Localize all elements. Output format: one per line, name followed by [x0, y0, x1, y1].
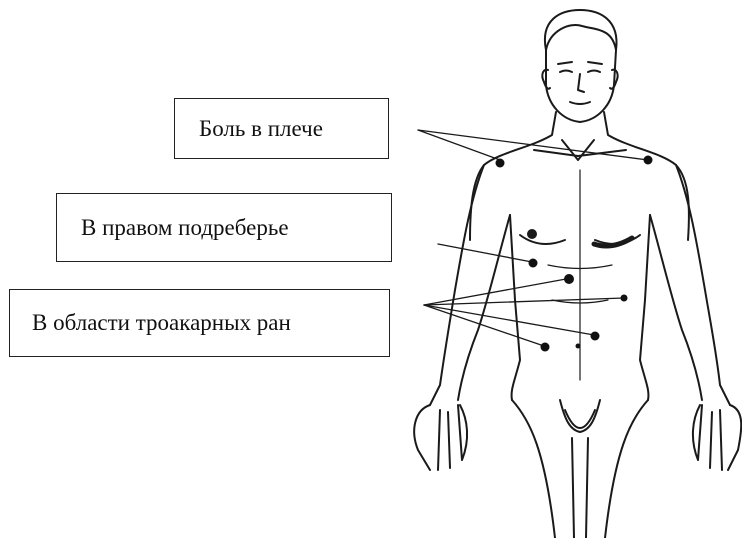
pain-point-left-shoulder: [644, 156, 653, 165]
pain-point-trocar-lower-left: [591, 332, 600, 341]
pain-point-right-hypochondrium: [529, 259, 538, 268]
pain-point-trocar-lower-right: [541, 343, 550, 352]
pain-point-trocar-umbilical: [564, 274, 574, 284]
pain-point-trocar-center: [576, 344, 581, 349]
pain-point-right-shoulder: [496, 159, 505, 168]
legs-outline: [512, 400, 648, 538]
head-outline: [542, 10, 617, 122]
arms-outline: [414, 165, 741, 470]
pain-point-trocar-left: [621, 295, 628, 302]
